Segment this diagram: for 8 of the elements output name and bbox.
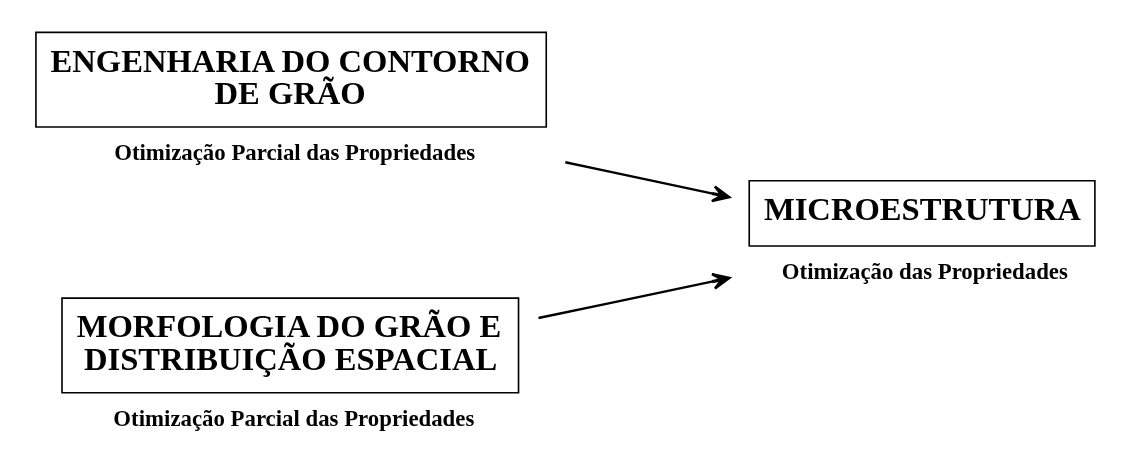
node-box: MICROESTRUTURA: [748, 179, 1096, 247]
node-box: ENGENHARIA DO CONTORNO DE GRÃO: [35, 31, 548, 128]
node-box: MORFOLOGIA DO GRÃO E DISTRIBUIÇÃO ESPACIAL: [61, 296, 520, 394]
node-label: Otimização Parcial das Propriedades: [113, 405, 475, 431]
arrow: [565, 160, 731, 202]
arrow: [538, 272, 731, 319]
node-label: Otimização Parcial das Propriedades: [114, 139, 476, 165]
node-label: Otimização das Propriedades: [781, 258, 1068, 284]
